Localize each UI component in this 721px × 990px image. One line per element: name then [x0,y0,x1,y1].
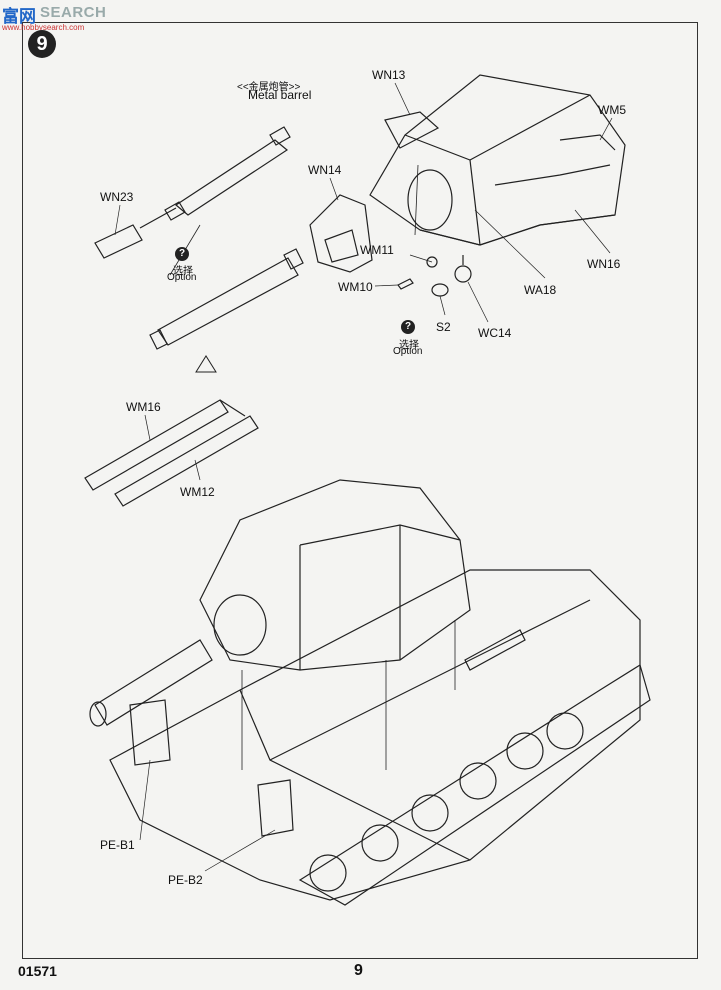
option2-en: Option [393,346,423,357]
option1-cn: 选择 [173,266,193,277]
label-pe-b2: PE-B2 [168,873,203,887]
label-wc14: WC14 [478,326,512,340]
step-number-badge: 9 [28,30,56,58]
page-number: 9 [354,962,363,979]
product-code: 01571 [18,963,57,979]
watermark-brand: 富网 [2,7,36,26]
watermark-url: www.hobbysearch.com [2,23,85,32]
label-wn13: WN13 [372,68,406,82]
label-wm12: WM12 [180,485,215,499]
label-pe-b1: PE-B1 [100,838,135,852]
option-question-icon: ? [175,247,189,261]
option2-cn: 选择 [399,340,419,351]
label-wn16: WN16 [587,257,621,271]
page-frame [22,22,698,959]
wn23-drawing [94,207,177,259]
metal-barrel-cn: <<金属炮管>> [237,82,301,93]
label-wa18: WA18 [524,283,557,297]
label-wn23: WN23 [100,190,134,204]
label-wn14: WN14 [308,163,342,177]
tank-drawing [89,479,651,906]
label-s2: S2 [436,320,451,334]
watermark-logo: 富网 SEARCH www.hobbysearch.com [0,0,160,36]
watermark-search: SEARCH [40,4,107,21]
option-barrel-drawing [149,248,304,350]
option-question-icon-2: ? [401,320,415,334]
wm16-wm12-rods-drawing [84,399,259,507]
wn14-mantlet-drawing [309,194,373,273]
assembly-guide-lines [169,164,456,770]
option1-en: Option [167,272,197,283]
label-wm5: WM5 [598,103,626,117]
small-parts-drawing [397,255,472,297]
direction-arrow [195,355,217,373]
metal-barrel-en: Metal barrel [248,88,312,102]
label-leaders [114,82,613,872]
label-wm11: WM11 [360,243,394,257]
turret-exploded-drawing [369,74,626,246]
label-wm16: WM16 [126,400,161,414]
metal-barrel-drawing [164,126,291,221]
label-wm10: WM10 [338,280,373,294]
